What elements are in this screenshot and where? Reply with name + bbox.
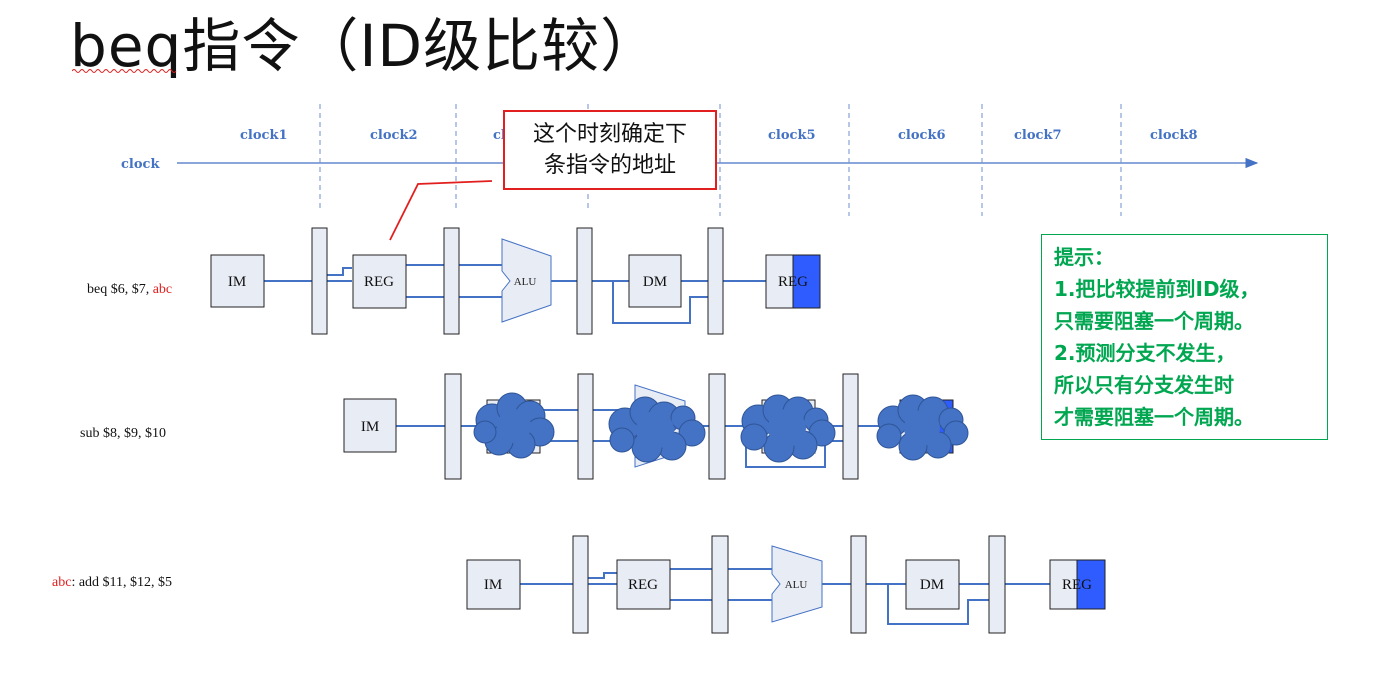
stall-cloud [740, 394, 836, 463]
reg-writeback-right [1076, 559, 1106, 610]
pipeline-row-sub: sub $8, $9, $10 IM [80, 373, 969, 480]
pipeline-row-beq: beq $6, $7, abc IM REG ALU DM REG [87, 227, 821, 335]
im-stage [466, 559, 521, 610]
instruction-label: abc: add $11, $12, $5 [52, 575, 172, 590]
dm-stage-label: DM [920, 577, 944, 593]
im-stage-label: IM [228, 274, 246, 290]
pipeline-register [577, 373, 594, 480]
alu-stage-label: ALU [785, 579, 808, 591]
reg-writeback-label: REG [778, 274, 808, 290]
reg-writeback-label: REG [1062, 577, 1092, 593]
hint-line: 才需要阻塞一个周期。 [1054, 405, 1254, 429]
reg-writeback-left [1049, 559, 1078, 610]
dm-stage-label: DM [643, 274, 667, 290]
stall-cloud [876, 394, 969, 461]
callout-box: 这个时刻确定下 条指令的地址 [503, 110, 717, 190]
reg-stage [616, 559, 671, 610]
clock-cycle-label: clock6 [898, 128, 946, 143]
hint-heading: 提示： [1054, 245, 1114, 269]
reg-writeback-right [792, 254, 821, 309]
clock-cycle-label: clock7 [1014, 128, 1062, 143]
clock-cycle-label: clock2 [370, 128, 418, 143]
pipeline-register [842, 373, 859, 480]
hint-line: 所以只有分支发生时 [1054, 373, 1234, 397]
pipeline-register [850, 535, 867, 634]
clock-cycle-label: clock1 [240, 128, 288, 143]
hint-line: 只需要阻塞一个周期。 [1054, 309, 1254, 333]
pipeline-register [988, 535, 1006, 634]
stall-cloud [608, 396, 706, 463]
alu-stage [771, 545, 823, 623]
reg-writeback-left [765, 254, 794, 309]
im-stage [210, 254, 265, 308]
clock-dividers [319, 104, 1122, 216]
pipeline-register [707, 227, 724, 335]
clock-cycle-label: clock8 [1150, 128, 1198, 143]
pipeline-register [708, 373, 726, 480]
pipeline-register [311, 227, 328, 335]
callout-line: 条指令的地址 [543, 153, 676, 178]
callout-pointer [389, 180, 493, 241]
reg-stage [352, 254, 407, 309]
pipeline-register [572, 535, 589, 634]
im-stage-label: IM [361, 419, 379, 435]
hint-line: 1.把比较提前到ID级， [1054, 277, 1260, 301]
dm-stage [905, 559, 960, 610]
spellcheck-squiggle [72, 69, 177, 73]
pipeline-register [711, 535, 729, 634]
pipeline-register [444, 373, 462, 480]
dm-stage [628, 254, 682, 308]
im-stage [343, 398, 397, 453]
instruction-label: beq $6, $7, abc [87, 282, 172, 297]
alu-stage [501, 238, 552, 323]
page-title: beq指令（ID级比较） [70, 6, 659, 86]
im-stage-label: IM [484, 577, 502, 593]
reg-stage-label: REG [364, 274, 394, 290]
callout-line: 这个时刻确定下 [532, 122, 687, 147]
instruction-label: sub $8, $9, $10 [80, 426, 166, 441]
pipeline-row-add: abc: add $11, $12, $5 IM REG ALU DM REG [52, 535, 1106, 634]
title-text: beq指令（ID级比较） [70, 12, 660, 80]
stall-cloud [473, 392, 555, 459]
pipeline-register [443, 227, 460, 335]
clock-cycle-label: clock5 [768, 128, 816, 143]
alu-stage-label: ALU [514, 276, 537, 288]
hint-line: 2.预测分支不发生， [1054, 341, 1236, 365]
reg-stage-label: REG [628, 577, 658, 593]
pipeline-register [576, 227, 593, 335]
hint-box: 提示： 1.把比较提前到ID级， 只需要阻塞一个周期。 2.预测分支不发生， 所… [1041, 234, 1328, 440]
clock-axis-label: clock [121, 157, 160, 172]
